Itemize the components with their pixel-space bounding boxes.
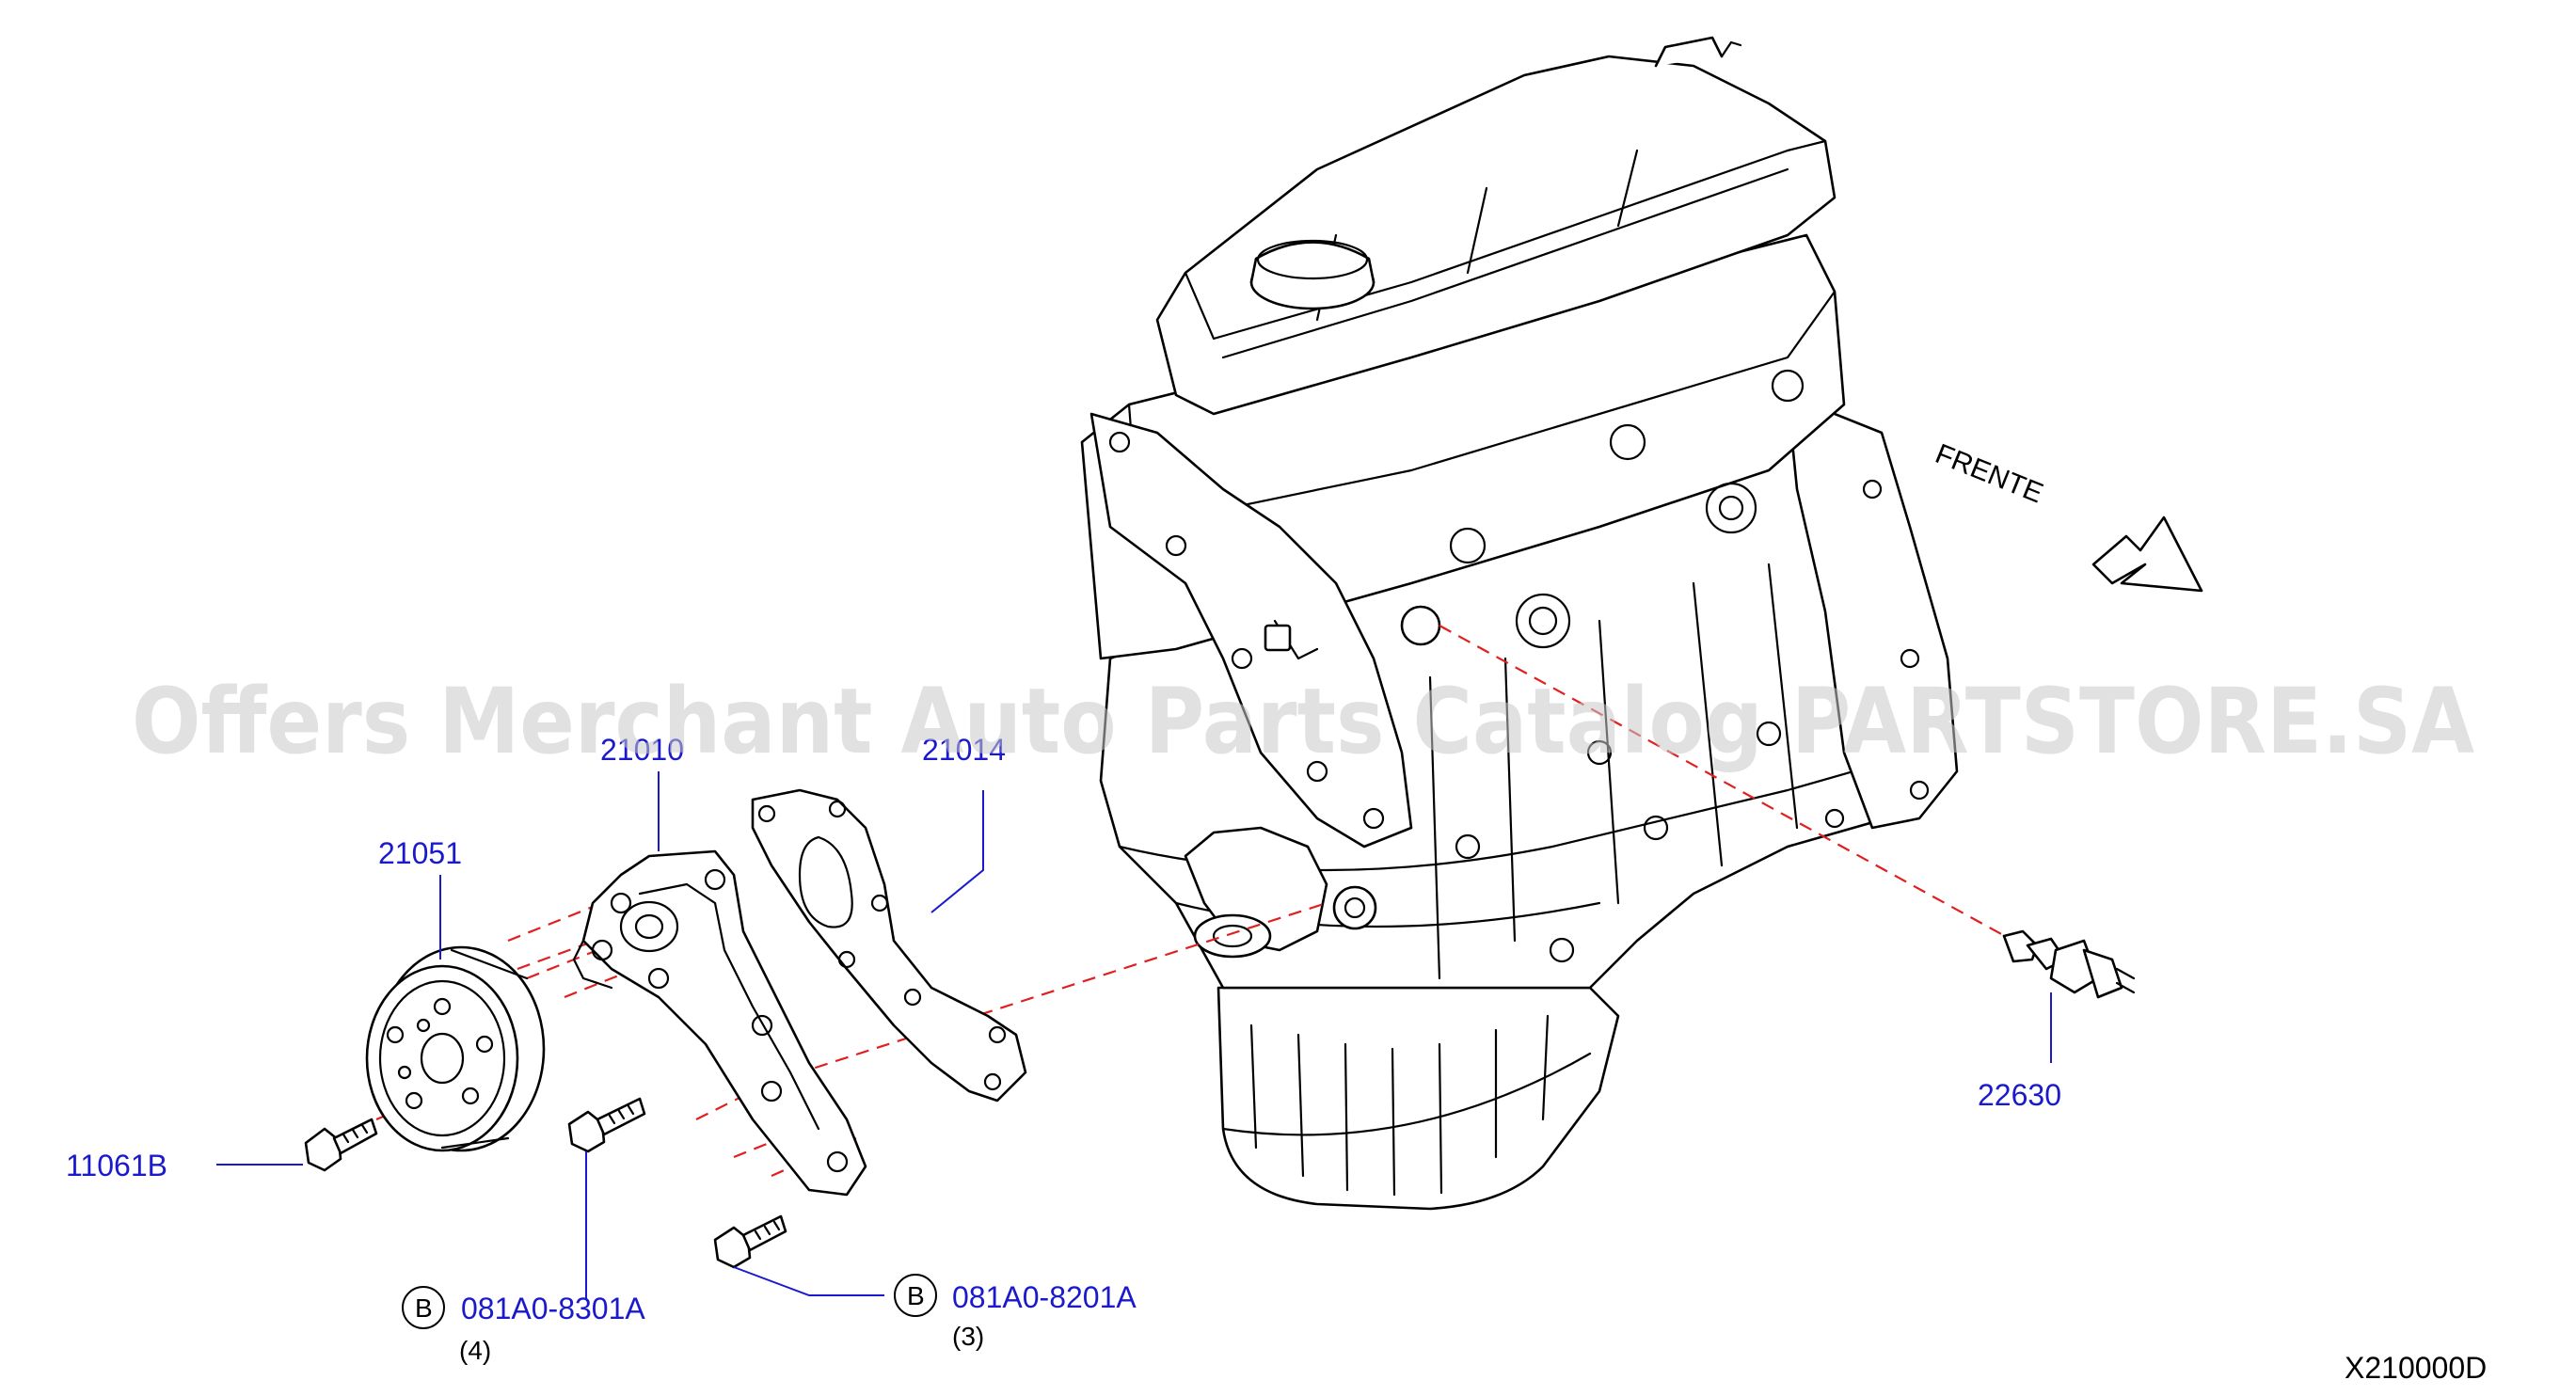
circle-b-label: B <box>907 1281 925 1310</box>
callout-group-081a0-8301a[interactable]: B 081A0-8301A (4) <box>402 1286 645 1365</box>
callout-21051[interactable]: 21051 <box>378 836 462 870</box>
water-pump-21010[interactable] <box>572 849 867 1197</box>
direction-indicator: FRENTE <box>1931 438 2203 593</box>
front-arrow-icon <box>2091 516 2203 593</box>
watermark: Offers Merchant Auto Parts Catalog PARTS… <box>132 669 2474 774</box>
callout-081a0-8301a[interactable]: 081A0-8301A <box>461 1292 645 1325</box>
circle-b-label: B <box>415 1293 433 1323</box>
callout-21014[interactable]: 21014 <box>922 733 1006 767</box>
quantity-081a0-8301a: (4) <box>459 1336 491 1365</box>
engine-block <box>1080 36 1959 1211</box>
sensor-22630[interactable] <box>2002 929 2136 999</box>
callout-081a0-8201a[interactable]: 081A0-8201A <box>952 1280 1137 1314</box>
leader-lines <box>216 771 2052 1298</box>
bolt-11061b[interactable] <box>304 1118 378 1172</box>
diagram-code: X210000D <box>2345 1351 2487 1385</box>
pulley-21051[interactable] <box>365 945 546 1152</box>
quantity-081a0-8201a: (3) <box>952 1322 984 1351</box>
bolt-081a0-8201a[interactable] <box>713 1214 787 1269</box>
circle-b-marker <box>894 1274 937 1317</box>
bolt-081a0-8301a[interactable] <box>567 1097 646 1153</box>
callout-22630[interactable]: 22630 <box>1978 1078 2061 1112</box>
callout-group-081a0-8201a[interactable]: B 081A0-8201A (3) <box>894 1274 1137 1351</box>
circle-b-marker <box>402 1286 445 1329</box>
callout-11061b[interactable]: 11061B <box>66 1149 167 1182</box>
callout-21010[interactable]: 21010 <box>600 733 684 767</box>
direction-label: FRENTE <box>1931 438 2047 510</box>
gasket-21014[interactable] <box>751 788 1027 1103</box>
